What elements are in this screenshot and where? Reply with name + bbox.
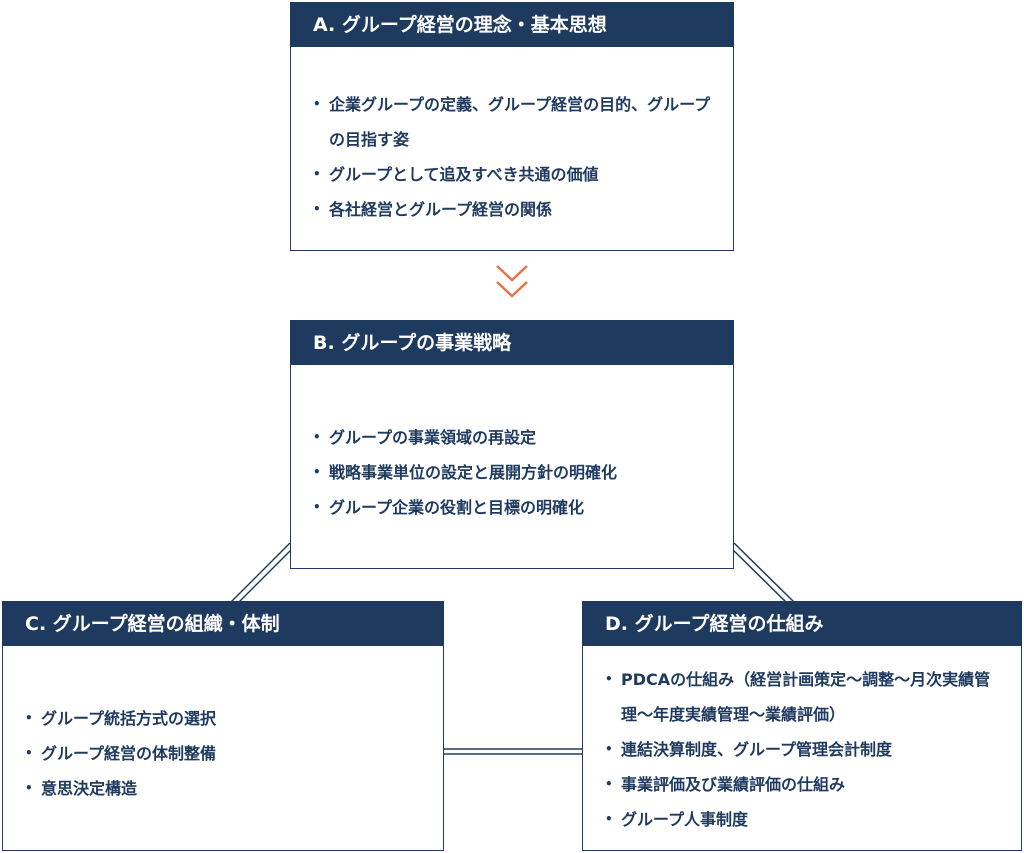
box-b-title: B. グループの事業戦略 [291,321,733,365]
box-d-items: PDCAの仕組み（経営計画策定～調整～月次実績管理～年度実績管理～業績評価） 連… [605,662,1005,837]
box-d: D. グループ経営の仕組み PDCAの仕組み（経営計画策定～調整～月次実績管理～… [582,601,1022,851]
connector-c-d [443,748,582,755]
list-item: グループ人事制度 [605,802,1005,837]
box-a: A. グループ経営の理念・基本思想 企業グループの定義、グループ経営の目的、グル… [290,2,734,251]
list-item: 連結決算制度、グループ管理会計制度 [605,732,1005,767]
list-item: 戦略事業単位の設定と展開方針の明確化 [313,455,711,490]
box-b: B. グループの事業戦略 グループの事業領域の再設定 戦略事業単位の設定と展開方… [290,320,734,569]
connector-b-d [728,542,796,607]
list-item: グループ統括方式の選択 [25,701,421,736]
double-chevron-down-icon [496,265,528,298]
list-item: 意思決定構造 [25,771,421,806]
box-c-title: C. グループ経営の組織・体制 [3,602,443,646]
box-c: C. グループ経営の組織・体制 グループ統括方式の選択 グループ経営の体制整備 … [2,601,444,851]
list-item: PDCAの仕組み（経営計画策定～調整～月次実績管理～年度実績管理～業績評価） [605,662,1005,732]
list-item: グループ経営の体制整備 [25,736,421,771]
box-c-items: グループ統括方式の選択 グループ経営の体制整備 意思決定構造 [25,701,421,806]
box-a-items: 企業グループの定義、グループ経営の目的、グループの目指す姿 グループとして追及す… [313,87,711,227]
list-item: 各社経営とグループ経営の関係 [313,192,711,227]
list-item: グループの事業領域の再設定 [313,420,711,455]
list-item: グループ企業の役割と目標の明確化 [313,490,711,525]
list-item: グループとして追及すべき共通の価値 [313,157,711,192]
list-item: 企業グループの定義、グループ経営の目的、グループの目指す姿 [313,87,711,157]
box-d-title: D. グループ経営の仕組み [583,602,1021,646]
box-a-title: A. グループ経営の理念・基本思想 [291,3,733,47]
connector-b-c [229,542,296,607]
list-item: 事業評価及び業績評価の仕組み [605,767,1005,802]
box-b-items: グループの事業領域の再設定 戦略事業単位の設定と展開方針の明確化 グループ企業の… [313,420,711,525]
